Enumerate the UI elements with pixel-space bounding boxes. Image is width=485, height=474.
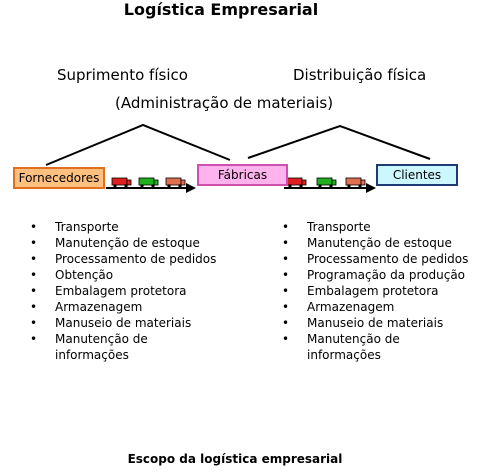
- clientes-box: Clientes: [376, 164, 458, 186]
- supply-activities-list: TransporteManutenção de estoqueProcessam…: [30, 219, 220, 363]
- list-item: Manuseio de materiais: [282, 315, 477, 331]
- suprimento-label: Suprimento físico: [57, 66, 188, 84]
- administracao-label: (Administração de materiais): [115, 94, 334, 112]
- list-item: Transporte: [282, 219, 477, 235]
- fabricas-box: Fábricas: [197, 164, 288, 186]
- truck-icon: [345, 177, 366, 188]
- truck-icon: [165, 177, 186, 188]
- fornecedores-box: Fornecedores: [13, 167, 105, 189]
- list-item: Manutenção de informações: [282, 331, 477, 363]
- truck-icon: [286, 177, 307, 188]
- list-item: Processamento de pedidos: [30, 251, 220, 267]
- list-item: Armazenagem: [30, 299, 220, 315]
- list-item: Embalagem protetora: [282, 283, 477, 299]
- list-item: Manutenção de informações: [30, 331, 220, 363]
- list-item: Embalagem protetora: [30, 283, 220, 299]
- left-bracket-line: [45, 123, 231, 166]
- list-item: Obtenção: [30, 267, 220, 283]
- list-item: Manutenção de estoque: [30, 235, 220, 251]
- diagram-title: Logística Empresarial: [123, 0, 319, 19]
- diagram-caption: Escopo da logística empresarial: [127, 452, 343, 466]
- right-bracket-line: [247, 124, 431, 160]
- truck-icon: [111, 177, 132, 188]
- list-item: Armazenagem: [282, 299, 477, 315]
- list-item: Programação da produção: [282, 267, 477, 283]
- truck-icon: [138, 177, 159, 188]
- list-item: Processamento de pedidos: [282, 251, 477, 267]
- truck-icon: [316, 177, 337, 188]
- distribution-arrowhead: [366, 183, 376, 193]
- distribuicao-label: Distribuição física: [293, 66, 427, 84]
- distribution-activities-list: TransporteManutenção de estoqueProcessam…: [282, 219, 477, 363]
- list-item: Manuseio de materiais: [30, 315, 220, 331]
- supply-arrowhead: [186, 183, 196, 193]
- list-item: Manutenção de estoque: [282, 235, 477, 251]
- list-item: Transporte: [30, 219, 220, 235]
